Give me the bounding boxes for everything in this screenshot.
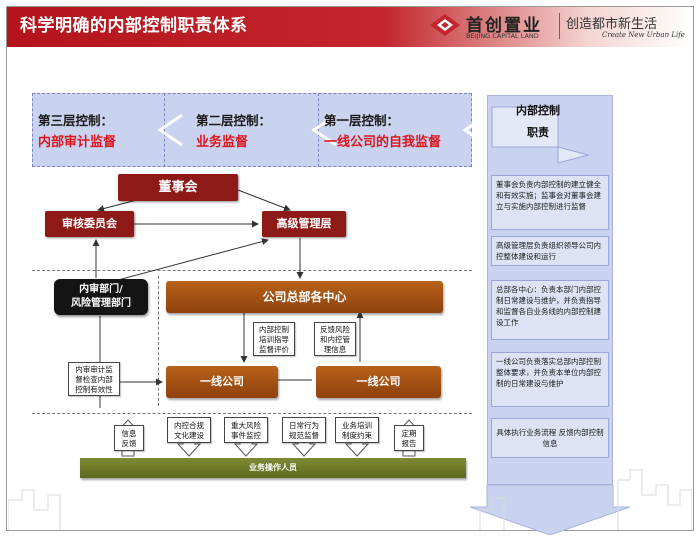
responsibility-item-board: 董事会负责内部控制的建立健全和有效实施；监事会对董事会建立与实施内部控制进行监督 <box>491 175 609 230</box>
logo-mark-icon <box>430 14 460 36</box>
bottom-box-line2: 制度约束 <box>342 431 372 440</box>
bottom-box-line2: 反馈 <box>121 439 137 448</box>
responsibility-heading-line2: 职责 <box>527 126 549 139</box>
responsibility-heading-line1: 内部控制 <box>516 104 560 117</box>
responsibility-item-frontline: 一线公司负责落实总部内部控制整体要求，并负责本单位内部控制的日常建设与维护 <box>491 352 609 407</box>
bottom-box-line1: 内控合规 <box>174 421 204 430</box>
level-1-desc: 一线公司的自我监督 <box>324 135 442 150</box>
tier-separator <box>32 270 472 271</box>
level-divider <box>164 93 165 167</box>
frontline-company-box: 一线公司 <box>166 366 278 398</box>
level-divider <box>318 93 319 167</box>
bottom-box-line2: 文化建设 <box>174 431 204 440</box>
title-bar <box>7 7 693 47</box>
responsibility-item-hq: 总部各中心：负责本部门内部控制日常建设与维护，并负责指导和监督各自业务线的内部控… <box>491 280 609 340</box>
bottom-box-line2: 规范监督 <box>289 431 319 440</box>
logo-name-cn: 首创置业 <box>466 16 542 36</box>
level-2-desc: 业务监督 <box>196 135 249 150</box>
bottom-box-risk-monitor: 重大风险 事件监控 <box>224 417 268 443</box>
level-3: 第三层控制： 内部审计监督 <box>38 110 116 150</box>
hq-up-line2: 和内控管 <box>320 335 350 344</box>
logo-slogan-cn: 创造都市新生活 <box>566 17 658 32</box>
senior-management-box: 高级管理层 <box>262 211 346 237</box>
level-1: 第一层控制： 一线公司的自我监督 <box>324 110 441 150</box>
tier-separator <box>32 413 472 414</box>
hq-centers-box: 公司总部各中心 <box>166 281 443 313</box>
logo-divider <box>559 13 560 39</box>
hq-down-line2: 培训指导 <box>259 335 289 344</box>
responsibility-item-operators: 具体执行业务流程 反馈内部控制信息 <box>491 418 609 458</box>
bottom-box-line1: 定期 <box>401 429 417 438</box>
bottom-box-training: 业务培训 制度约束 <box>335 417 379 443</box>
bottom-box-line2: 报告 <box>401 439 417 448</box>
hq-zone-divider <box>158 276 159 406</box>
level-2: 第二层控制： 业务监督 <box>196 110 271 150</box>
hq-down-line1: 内部控制 <box>259 325 289 334</box>
logo-slogan-en: Create New Urban Life <box>602 31 685 39</box>
audit-committee-box: 审核委员会 <box>45 211 134 237</box>
level-brackets <box>157 113 472 147</box>
board-box: 董事会 <box>118 174 238 201</box>
hq-down-note: 内部控制 培训指导 监督评价 <box>253 322 295 356</box>
internal-audit-line1: 内审部门/ <box>79 284 123 295</box>
audit-check-note: 内审审计监 督检查内部 控制有效性 <box>68 362 120 396</box>
level-2-name: 第二层控制： <box>196 113 272 128</box>
audit-check-line2: 督检查内部 <box>75 375 113 384</box>
audit-check-line1: 内审审计监 <box>75 365 113 374</box>
frontline-company-box: 一线公司 <box>316 366 441 398</box>
bottom-box-report: 定期 报告 <box>394 425 424 451</box>
internal-audit-line2: 风险管理部门 <box>71 298 131 309</box>
bottom-box-line1: 信息 <box>121 429 137 438</box>
audit-check-line3: 控制有效性 <box>75 385 113 394</box>
hq-up-line1: 反馈风险 <box>320 325 350 334</box>
hq-up-line3: 理信息 <box>323 345 347 354</box>
bottom-box-line1: 重大风险 <box>231 421 261 430</box>
bottom-box-conduct: 日常行为 规范监督 <box>282 417 326 443</box>
hq-down-line3: 监督评价 <box>259 345 289 354</box>
slide-frame <box>6 6 694 531</box>
responsibility-heading: 内部控制 职责 <box>488 102 588 140</box>
hq-up-note: 反馈风险 和内控管 理信息 <box>314 322 356 356</box>
level-3-name: 第三层控制： <box>38 113 114 128</box>
level-1-name: 第一层控制： <box>324 113 400 128</box>
logo-name-en: BEIJING CAPITAL LAND <box>466 32 539 40</box>
bottom-box-line1: 业务培训 <box>342 421 372 430</box>
bottom-box-line1: 日常行为 <box>289 421 319 430</box>
control-levels-band <box>32 93 472 167</box>
level-3-desc: 内部审计监督 <box>38 135 117 150</box>
bottom-box-feedback: 信息 反馈 <box>114 425 144 451</box>
responsibility-arrow <box>470 106 630 535</box>
city-skyline-decoration <box>8 469 692 530</box>
responsibility-item-management: 高级管理层负责组织领导公司内控整体建设和运行 <box>491 236 609 266</box>
bottom-box-line2: 事件监控 <box>231 431 261 440</box>
bottom-box-culture: 内控合规 文化建设 <box>167 417 211 443</box>
operators-bar: 业务操作人员 <box>80 458 466 478</box>
internal-audit-box: 内审部门/ 风险管理部门 <box>54 279 148 315</box>
page-title: 科学明确的内部控制职责体系 <box>20 16 248 36</box>
